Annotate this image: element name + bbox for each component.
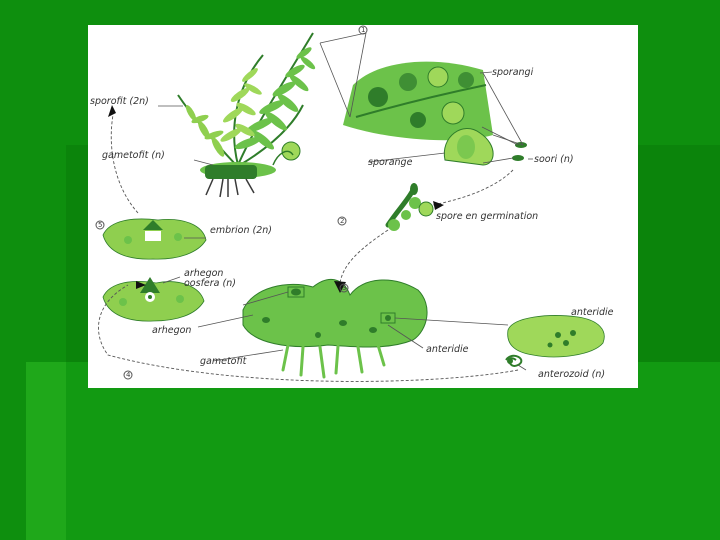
step-number-5: 5 bbox=[98, 221, 102, 229]
background-panel-left bbox=[26, 362, 66, 540]
step-number-4: 4 bbox=[126, 371, 131, 379]
anterozoid-illustration bbox=[506, 356, 521, 366]
label-sporange: sporange bbox=[368, 157, 413, 168]
label-spore-germination: spore en germination bbox=[436, 211, 538, 222]
label-gametofit-n: gametofit (n) bbox=[102, 150, 165, 161]
label-oosfera: oosfera (n) bbox=[184, 278, 236, 289]
fern-life-cycle-diagram: 1 2 3 5 4 sporofit (2n) gametofit (n) sp… bbox=[88, 25, 638, 388]
diagram-canvas: 1 2 3 5 4 sporofit (2n) gametofit (n) sp… bbox=[88, 25, 638, 388]
step-number-1: 1 bbox=[361, 26, 365, 34]
antheridium-illustration bbox=[508, 316, 605, 357]
fern-sporophyte-illustration bbox=[178, 33, 317, 197]
label-anteridie: anteridie bbox=[571, 307, 614, 318]
label-embrion: embrion (2n) bbox=[210, 225, 272, 236]
label-soori: soori (n) bbox=[534, 154, 574, 165]
embryo-illustration bbox=[103, 219, 206, 259]
gametophyte-illustration bbox=[243, 279, 427, 377]
step-number-2: 2 bbox=[340, 217, 344, 225]
label-sporangi: sporangi bbox=[492, 67, 534, 78]
label-anteridie-small: anteridie bbox=[426, 344, 469, 355]
label-arhegon: arhegon bbox=[152, 325, 191, 336]
background-panel-bottom bbox=[66, 362, 720, 540]
label-gametofit: gametofit bbox=[200, 356, 248, 367]
label-sporofit: sporofit (2n) bbox=[90, 96, 149, 107]
label-anterozoid: anterozoid (n) bbox=[538, 369, 605, 380]
step-number-3: 3 bbox=[342, 284, 346, 292]
germinating-spore-illustration bbox=[388, 183, 433, 231]
